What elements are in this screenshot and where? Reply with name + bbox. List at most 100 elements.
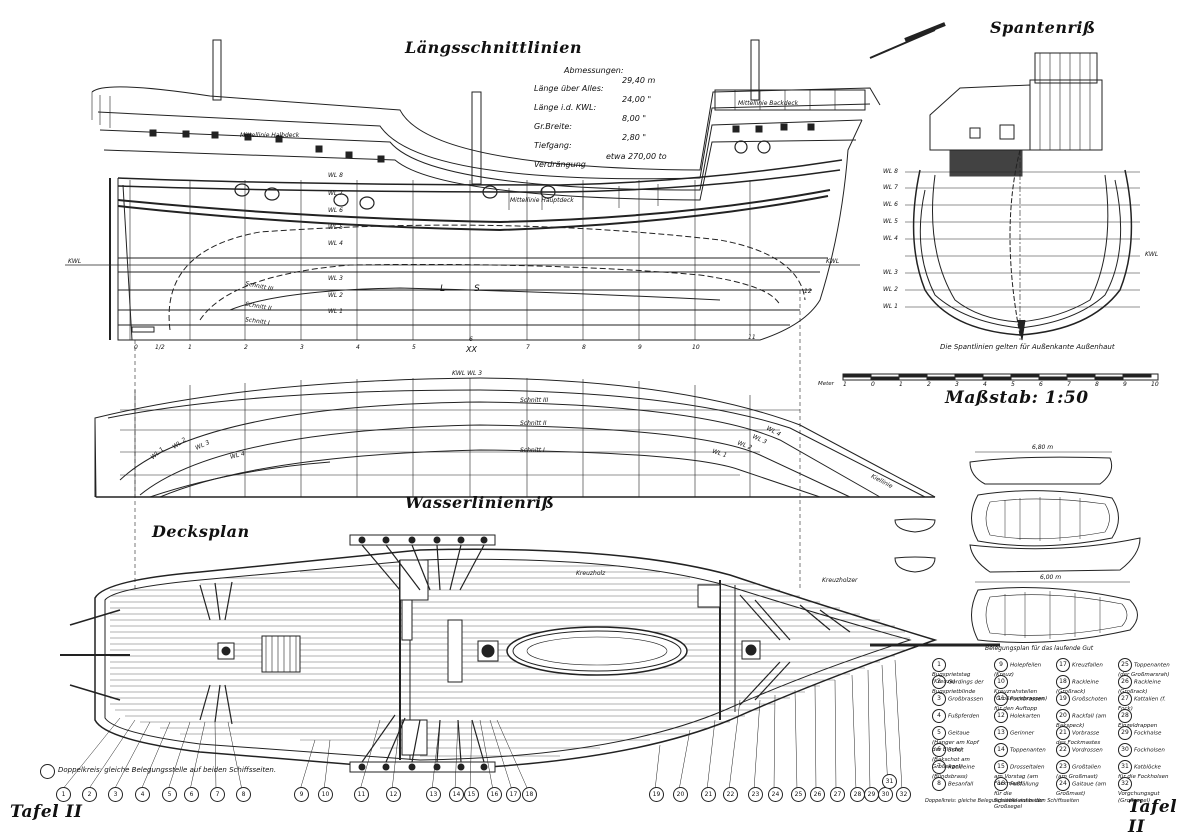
doppelkreis-short-note: Doppelkreis: gleiche Belegungsstelle auf… bbox=[925, 798, 1080, 804]
dimension-value: etwa 270,00 to bbox=[606, 151, 667, 161]
dimension-label: Verdrängung bbox=[534, 159, 586, 169]
mark-label: L bbox=[440, 284, 446, 294]
callout: 11 bbox=[354, 787, 369, 802]
station-number: 3 bbox=[300, 344, 304, 351]
callout: 25 bbox=[791, 787, 806, 802]
station-number: 8 bbox=[582, 344, 586, 351]
legend-item: 10Kreuzrahsteilen (Großmarsbrassen) bbox=[994, 675, 1047, 702]
dimension-value: 24,00 " bbox=[622, 94, 652, 104]
dimension-row: Gr.Breite: 8,00 " bbox=[534, 114, 684, 133]
wl-label: WL 5 bbox=[328, 224, 343, 231]
deck-plan-title: Decksplan bbox=[152, 522, 250, 541]
dimension-value: 29,40 m bbox=[622, 75, 656, 85]
callout: 30 bbox=[878, 787, 893, 802]
scale-tick: 2 bbox=[927, 381, 931, 388]
callout: 21 bbox=[701, 787, 716, 802]
station-centre-mark: XX bbox=[466, 345, 477, 354]
profile-view bbox=[65, 22, 946, 590]
mizzen-mast bbox=[212, 39, 222, 101]
bp-wl-label: WL 2 bbox=[883, 286, 898, 293]
kreuzholzer-label: Kreuzholzer bbox=[822, 577, 858, 584]
mark-label: S bbox=[474, 284, 480, 294]
callout: 26 bbox=[810, 787, 825, 802]
station-number: 4 bbox=[356, 344, 360, 351]
callout: 19 bbox=[649, 787, 664, 802]
scale-tick: 5 bbox=[1011, 381, 1015, 388]
bp-wl-label: WL 1 bbox=[883, 303, 898, 310]
callout: 8 bbox=[236, 787, 251, 802]
callout: 31 bbox=[882, 774, 897, 789]
dimension-label: Tiefgang: bbox=[534, 140, 572, 150]
scale-tick: 0 bbox=[871, 381, 875, 388]
callout: 12 bbox=[386, 787, 401, 802]
belegung-label: Belegungsplan für das laufende Gut bbox=[985, 645, 1094, 652]
scale-tick: 9 bbox=[1123, 381, 1127, 388]
station-number: 11 bbox=[748, 334, 756, 341]
waterline-title: Wasserlinienriß bbox=[405, 493, 555, 512]
station-number: 6 bbox=[469, 336, 473, 343]
wl-label: WL 8 bbox=[328, 172, 343, 179]
bp-wl-label: WL 7 bbox=[883, 184, 898, 191]
station-number: 7 bbox=[526, 344, 530, 351]
callout: 20 bbox=[673, 787, 688, 802]
station-number: 1/2 bbox=[155, 344, 165, 351]
plate-label-right: Tafel II bbox=[1128, 797, 1178, 837]
dimensions-heading: Abmessungen: bbox=[564, 66, 624, 75]
bp-kwl-label: KWL bbox=[1145, 251, 1159, 258]
station-number: 12 bbox=[804, 288, 812, 295]
callout: 5 bbox=[162, 787, 177, 802]
boat-length-label: 6,00 m bbox=[1040, 574, 1062, 581]
callout: 32 bbox=[896, 787, 911, 802]
waterline-plan-view bbox=[94, 377, 936, 498]
callout: 28 bbox=[850, 787, 865, 802]
dimension-row: Länge i.d. KWL: 24,00 " bbox=[534, 95, 684, 114]
deck-label-hauptdeck: Mittellinie Hauptdeck bbox=[510, 197, 574, 204]
callout: 17 bbox=[506, 787, 521, 802]
station-number: 0 bbox=[134, 344, 138, 351]
dimension-label: Länge über Alles: bbox=[534, 83, 604, 93]
callout: 10 bbox=[318, 787, 333, 802]
station-number: 2 bbox=[244, 344, 248, 351]
scale-tick: 3 bbox=[955, 381, 959, 388]
doppelkreis-symbol bbox=[40, 764, 55, 779]
longitudinal-title: Längsschnittlinien bbox=[405, 38, 582, 57]
scale-tick: 10 bbox=[1151, 381, 1159, 388]
dimension-row: Verdrängung etwa 270,00 to bbox=[534, 152, 684, 171]
bp-wl-label: WL 8 bbox=[883, 168, 898, 175]
callout: 16 bbox=[487, 787, 502, 802]
deck-plan-view bbox=[60, 534, 1000, 791]
body-plan-view bbox=[905, 52, 1140, 341]
wl-label: WL 4 bbox=[328, 240, 343, 247]
callout: 18 bbox=[522, 787, 537, 802]
station-number: 10 bbox=[692, 344, 700, 351]
dimension-row: Tiefgang: 2,80 " bbox=[534, 133, 684, 152]
wl-label: WL 2 bbox=[328, 292, 343, 299]
scale-tick: 1 bbox=[843, 381, 847, 388]
bp-wl-label: WL 6 bbox=[883, 201, 898, 208]
callout: 29 bbox=[864, 787, 879, 802]
dimension-label: Gr.Breite: bbox=[534, 121, 572, 131]
dimension-row: Länge über Alles: 29,40 m bbox=[534, 76, 684, 95]
wlp-top-label: KWL WL 3 bbox=[452, 370, 483, 377]
body-plan-title: Spantenriß bbox=[990, 18, 1096, 37]
callout: 3 bbox=[108, 787, 123, 802]
dimension-value: 8,00 " bbox=[622, 113, 647, 123]
wl-label: WL 3 bbox=[328, 275, 343, 282]
